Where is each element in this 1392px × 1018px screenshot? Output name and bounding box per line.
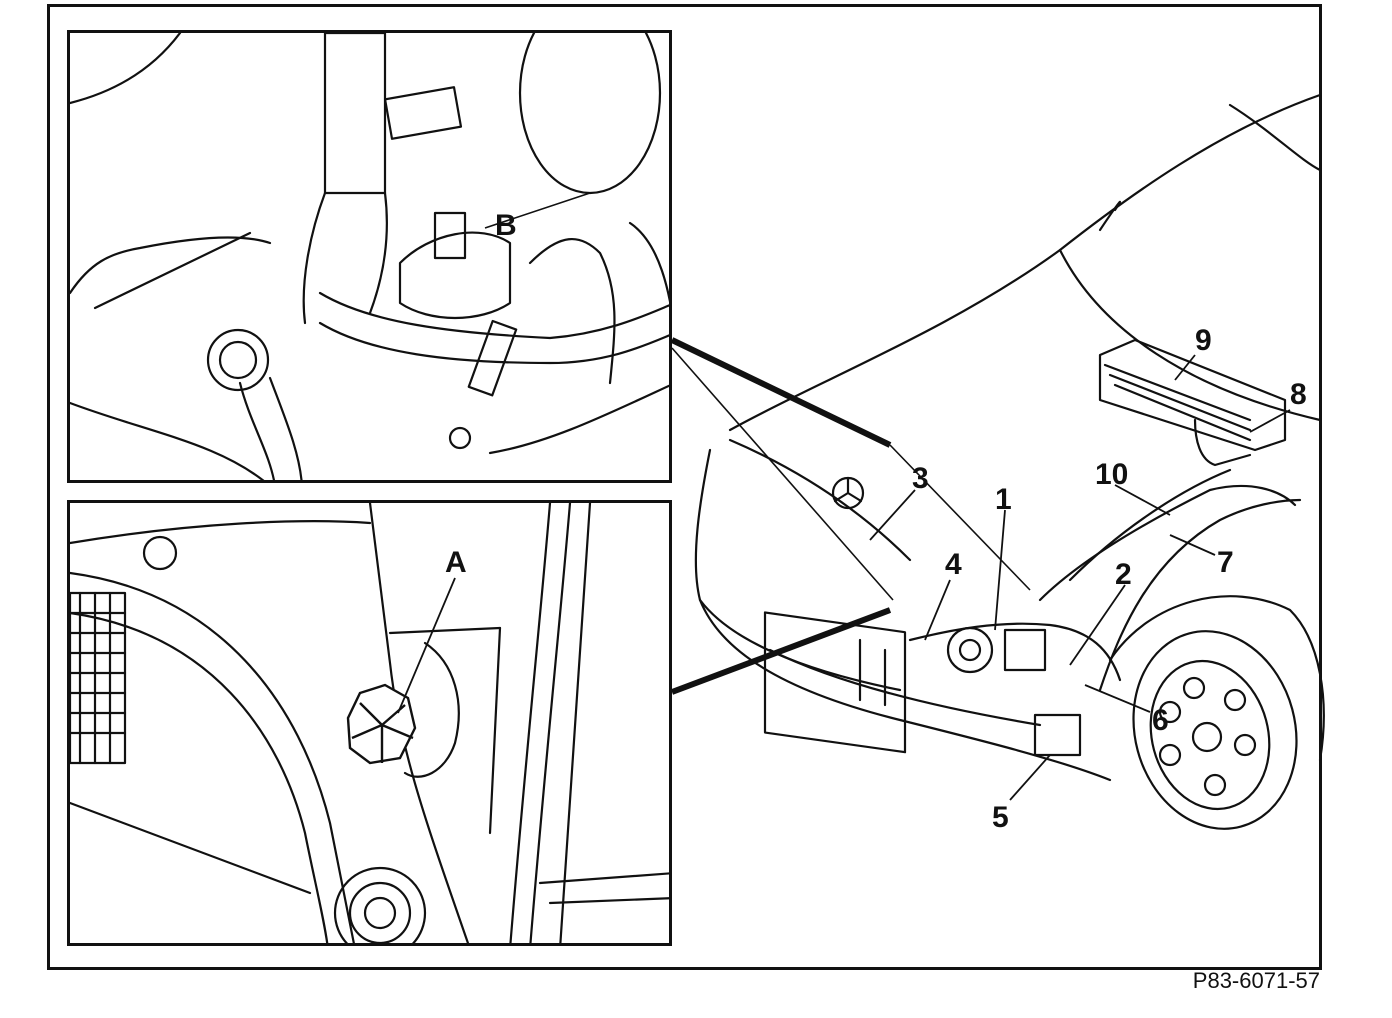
callout-6: 6 — [1152, 704, 1169, 737]
detail-label-b: B — [495, 209, 517, 242]
detail-label-a: A — [445, 546, 467, 579]
callout-1: 1 — [995, 483, 1012, 516]
detail-inset-a: A — [67, 500, 672, 946]
callout-4: 4 — [945, 548, 962, 581]
detail-inset-b: B — [67, 30, 672, 483]
figure-reference-code: P83-6071-57 — [1192, 968, 1320, 993]
callout-9: 9 — [1195, 324, 1212, 357]
callout-2: 2 — [1115, 558, 1132, 591]
callout-7: 7 — [1217, 546, 1234, 579]
callout-3: 3 — [912, 462, 929, 495]
callout-5: 5 — [992, 801, 1009, 834]
callout-10: 10 — [1095, 458, 1129, 491]
detail-b-drawing — [70, 33, 669, 480]
callout-8: 8 — [1290, 378, 1307, 411]
figure-frame — [47, 4, 1322, 970]
detail-a-drawing — [70, 503, 669, 943]
